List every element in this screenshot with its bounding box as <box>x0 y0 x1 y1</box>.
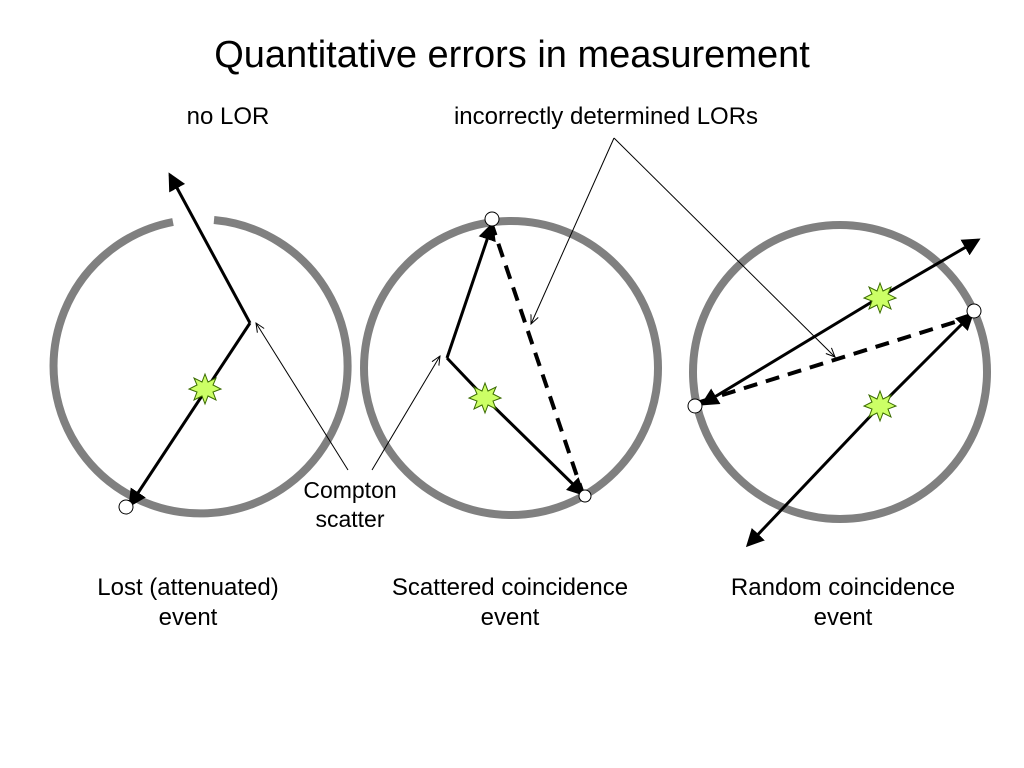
random-caption-line2: event <box>813 604 873 631</box>
photon-path-lower-right <box>878 311 975 408</box>
photon-path-escaping <box>168 172 252 324</box>
photon-path-upper-right <box>879 238 981 299</box>
annihilation-burst-icon <box>187 372 223 406</box>
lost-event-caption: Lost (attenuated) event <box>60 573 316 633</box>
detector-ring-left <box>49 216 352 518</box>
detector-hit-icon <box>687 398 703 414</box>
pointer-to-compton-left <box>256 323 349 471</box>
scattered-event-diagram <box>360 211 662 519</box>
compton-scatter-label: Compton scatter <box>280 476 420 534</box>
pointer-to-random-lor <box>613 137 835 357</box>
lost-caption-line1: Lost (attenuated) <box>97 574 279 601</box>
lost-event-diagram <box>49 172 352 518</box>
scattered-caption-line2: event <box>480 604 540 631</box>
annihilation-burst-icon <box>862 389 898 423</box>
incorrect-lors-label: incorrectly determined LORs <box>453 103 759 130</box>
detector-hit-icon <box>118 499 134 515</box>
lost-caption-line2: event <box>158 604 218 631</box>
detector-ring-right <box>689 221 991 523</box>
annotation-pointers <box>256 137 835 471</box>
compton-label-line2: scatter <box>315 506 385 532</box>
photon-path-upper-left <box>700 295 881 406</box>
detector-ring-middle <box>360 217 662 519</box>
random-lor-dashed <box>699 316 969 404</box>
annihilation-burst-icon <box>862 281 898 315</box>
photon-path-lower-left <box>745 404 882 548</box>
scattered-event-caption: Scattered coincidence event <box>362 573 658 633</box>
annihilation-burst-icon <box>467 381 503 415</box>
compton-label-line1: Compton <box>303 477 397 503</box>
random-event-diagram <box>687 221 991 548</box>
pointer-to-scattered-lor <box>531 137 615 324</box>
detector-hit-icon <box>966 303 982 319</box>
slide-title: Quantitative errors in measurement <box>214 34 810 76</box>
no-lor-label: no LOR <box>186 103 270 130</box>
scattered-caption-line1: Scattered coincidence <box>391 574 629 601</box>
pointer-to-compton-middle <box>371 356 440 471</box>
detector-hit-icon <box>484 211 500 227</box>
photon-path-to-detector <box>128 322 252 508</box>
random-event-caption: Random coincidence event <box>700 573 986 633</box>
random-caption-line1: Random coincidence <box>730 574 956 601</box>
photon-path-scattered <box>445 222 496 359</box>
detector-hit-icon <box>578 489 592 503</box>
photon-path-direct <box>483 396 586 497</box>
true-lor-dashed <box>489 221 585 495</box>
